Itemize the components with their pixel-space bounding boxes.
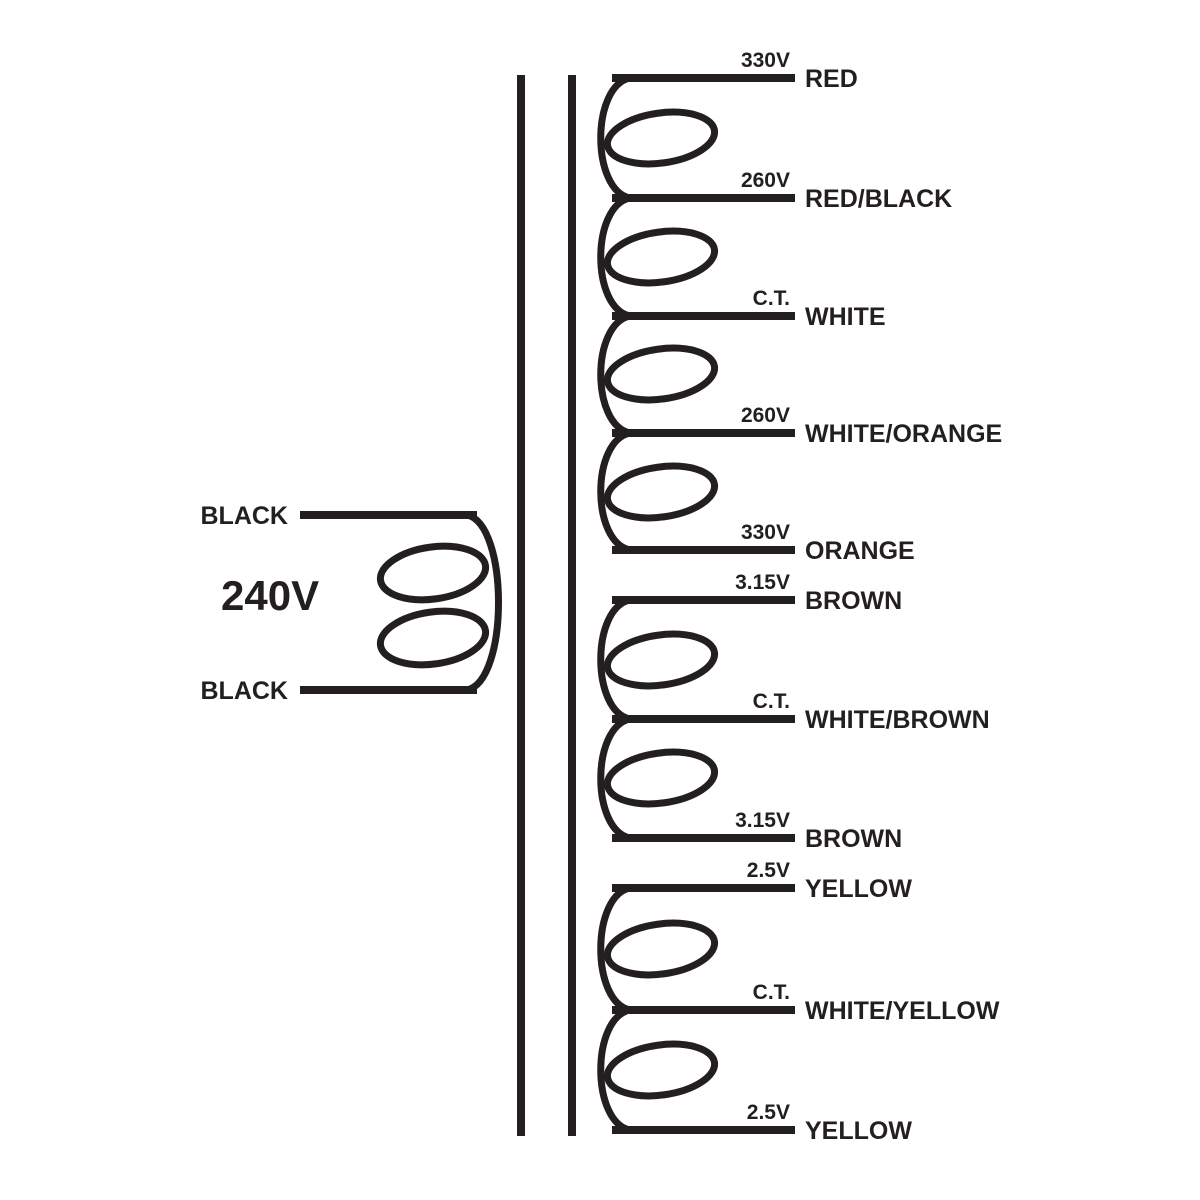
secondary-voltage-label-6: 3.15V xyxy=(735,571,790,594)
secondary-voltage-label-5: 330V xyxy=(741,521,790,544)
secondary-wire-label-11: YELLOW xyxy=(805,1117,912,1145)
secondary-coil-loop-2 xyxy=(603,227,719,287)
secondary-coil-loop-1 xyxy=(603,108,719,168)
secondary-wire-label-6: BROWN xyxy=(805,587,902,615)
secondary-coil-loop-3 xyxy=(603,344,719,404)
secondary-coil-spine-7 xyxy=(597,884,634,1014)
secondary-voltage-label-9: 2.5V xyxy=(747,859,790,882)
secondary-wire-label-7: WHITE/BROWN xyxy=(805,706,990,734)
secondary-coil-spine-1 xyxy=(597,74,634,202)
secondary-coil-spine-6 xyxy=(597,715,634,842)
secondary-coil-spine-5 xyxy=(597,596,634,723)
secondary-voltage-label-10: C.T. xyxy=(753,981,790,1004)
secondary-wire-label-4: WHITE/ORANGE xyxy=(805,420,1002,448)
secondary-coil-spine-4 xyxy=(597,429,634,554)
primary-coil-loop-2 xyxy=(376,607,490,669)
secondary-windings: 330V RED 260V RED/BLACK C.T. WHITE 260V … xyxy=(597,49,1002,1145)
primary-coil-loop-1 xyxy=(376,542,490,604)
secondary-coil-spine-2 xyxy=(597,194,634,320)
secondary-wire-label-5: ORANGE xyxy=(805,537,915,565)
primary-top-wire-label: BLACK xyxy=(201,502,289,530)
secondary-voltage-label-11: 2.5V xyxy=(747,1101,790,1124)
primary-voltage-label: 240V xyxy=(221,572,319,619)
secondary-voltage-label-2: 260V xyxy=(741,169,790,192)
secondary-coil-spine-8 xyxy=(597,1006,634,1134)
transformer-core xyxy=(517,75,576,1136)
secondary-coil-loop-5 xyxy=(603,630,719,690)
secondary-voltage-label-3: C.T. xyxy=(753,287,790,310)
secondary-wire-label-1: RED xyxy=(805,65,858,93)
secondary-wire-label-9: YELLOW xyxy=(805,875,912,903)
primary-winding: BLACK 240V BLACK xyxy=(201,502,502,705)
secondary-coil-loop-6 xyxy=(603,748,719,808)
secondary-voltage-label-7: C.T. xyxy=(753,690,790,713)
secondary-voltage-label-4: 260V xyxy=(741,404,790,427)
primary-bottom-wire-label: BLACK xyxy=(201,677,289,705)
secondary-voltage-label-1: 330V xyxy=(741,49,790,72)
secondary-wire-label-8: BROWN xyxy=(805,825,902,853)
secondary-coil-loop-8 xyxy=(603,1040,719,1100)
secondary-coil-loop-4 xyxy=(603,462,719,522)
secondary-wire-label-2: RED/BLACK xyxy=(805,185,952,213)
secondary-wire-label-10: WHITE/YELLOW xyxy=(805,997,1000,1025)
secondary-coil-spine-3 xyxy=(597,312,634,437)
secondary-wire-label-3: WHITE xyxy=(805,303,886,331)
secondary-voltage-label-8: 3.15V xyxy=(735,809,790,832)
secondary-coil-loop-7 xyxy=(603,919,719,979)
primary-coil-spine xyxy=(463,511,502,694)
